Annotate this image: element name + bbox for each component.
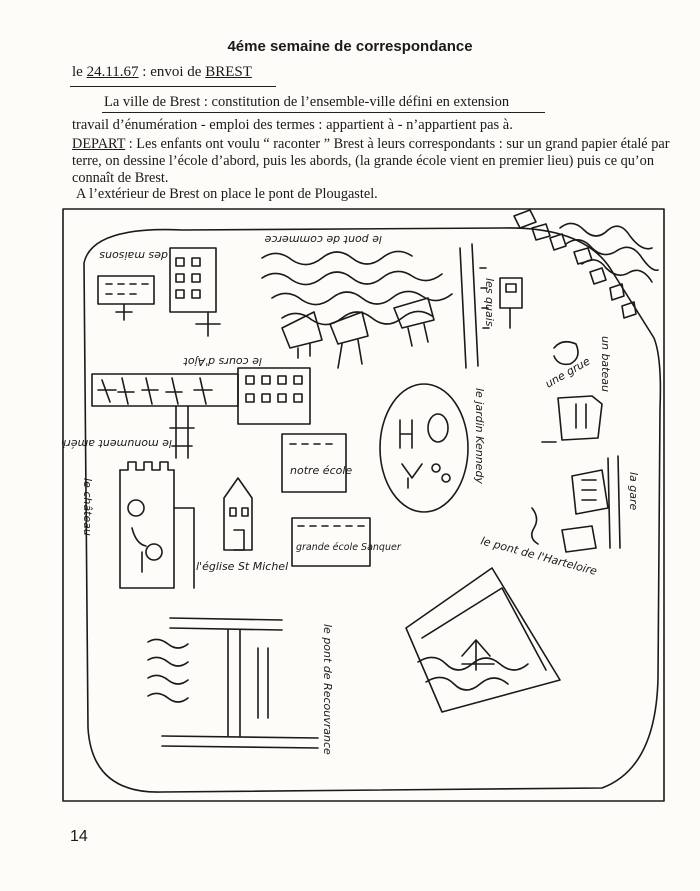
label-le-jardin-kennedy: le jardin Kennedy [473, 388, 486, 484]
drawing-cours-dajot [91, 367, 311, 425]
drawing-monument-americain [169, 405, 195, 459]
drawing-les-quais [459, 243, 523, 369]
label-le-pont-recouvrance: le pont de Recouvrance [321, 624, 334, 755]
label-la-gare: la gare [627, 472, 640, 511]
label-un-bateau: un bateau [599, 336, 612, 392]
drawing-port-area [530, 340, 621, 553]
paragraph-plougastel: A l’extérieur de Brest on place le pont … [76, 186, 378, 202]
drawing-eglise-st-michel [223, 477, 253, 551]
city-boundary [83, 227, 662, 793]
label-notre-ecole: notre école [290, 464, 352, 477]
drawing-jardin-kennedy [379, 383, 469, 513]
drawing-water-waves [261, 250, 453, 326]
coast-tiles [513, 209, 659, 319]
date-underline-rule [70, 86, 276, 87]
drawing-des-maisons [97, 247, 221, 337]
brest-map-drawing: des maisons le pont de commerce les quai… [62, 208, 665, 802]
label-les-quais: les quais [483, 278, 496, 327]
date-value: 24.11.67 [86, 64, 139, 80]
depart-label: DEPART [72, 136, 126, 152]
drawing-pont-harteloire [405, 567, 561, 713]
label-eglise-st-michel: l'église St Michel [196, 560, 288, 573]
date-prefix: le [72, 64, 83, 80]
label-le-cours-dajot: le cours d'Ajot [183, 355, 262, 368]
drawing-grande-ecole [291, 517, 371, 567]
drawing-pont-de-commerce [281, 297, 435, 369]
city-name: BREST [205, 64, 252, 80]
subtitle-underline-rule [102, 112, 545, 113]
label-une-grue: une grue [543, 354, 593, 390]
depart-text: : Les enfants ont voulu “ raconter ” Bre… [72, 136, 670, 186]
paragraph-depart: DEPART : Les enfants ont voulu “ raconte… [72, 136, 680, 187]
label-le-chateau: le château [81, 478, 94, 536]
label-grande-ecole: grande école Sanquer [296, 542, 402, 553]
label-le-pont-harteloire: le pont de l'Harteloire [479, 534, 598, 578]
drawing-pont-recouvrance [147, 617, 319, 749]
drawing-le-chateau [119, 461, 195, 589]
label-le-monument-americain: le monument américain [62, 437, 172, 450]
label-le-pont-de-commerce: le pont de commerce [264, 233, 382, 246]
date-middle: : envoi de [142, 64, 202, 80]
page-number: 14 [70, 828, 88, 845]
label-des-maisons: des maisons [99, 249, 168, 262]
section-subtitle: La ville de Brest : constitution de l’en… [104, 94, 510, 110]
drawing-notre-ecole [281, 433, 347, 493]
page-heading: 4éme semaine de correspondance [227, 38, 473, 55]
date-line: le 24.11.67 : envoi de BREST [72, 64, 252, 81]
map-frame [62, 208, 665, 802]
paragraph-enumeration: travail d’énumération - emploi des terme… [72, 117, 513, 133]
